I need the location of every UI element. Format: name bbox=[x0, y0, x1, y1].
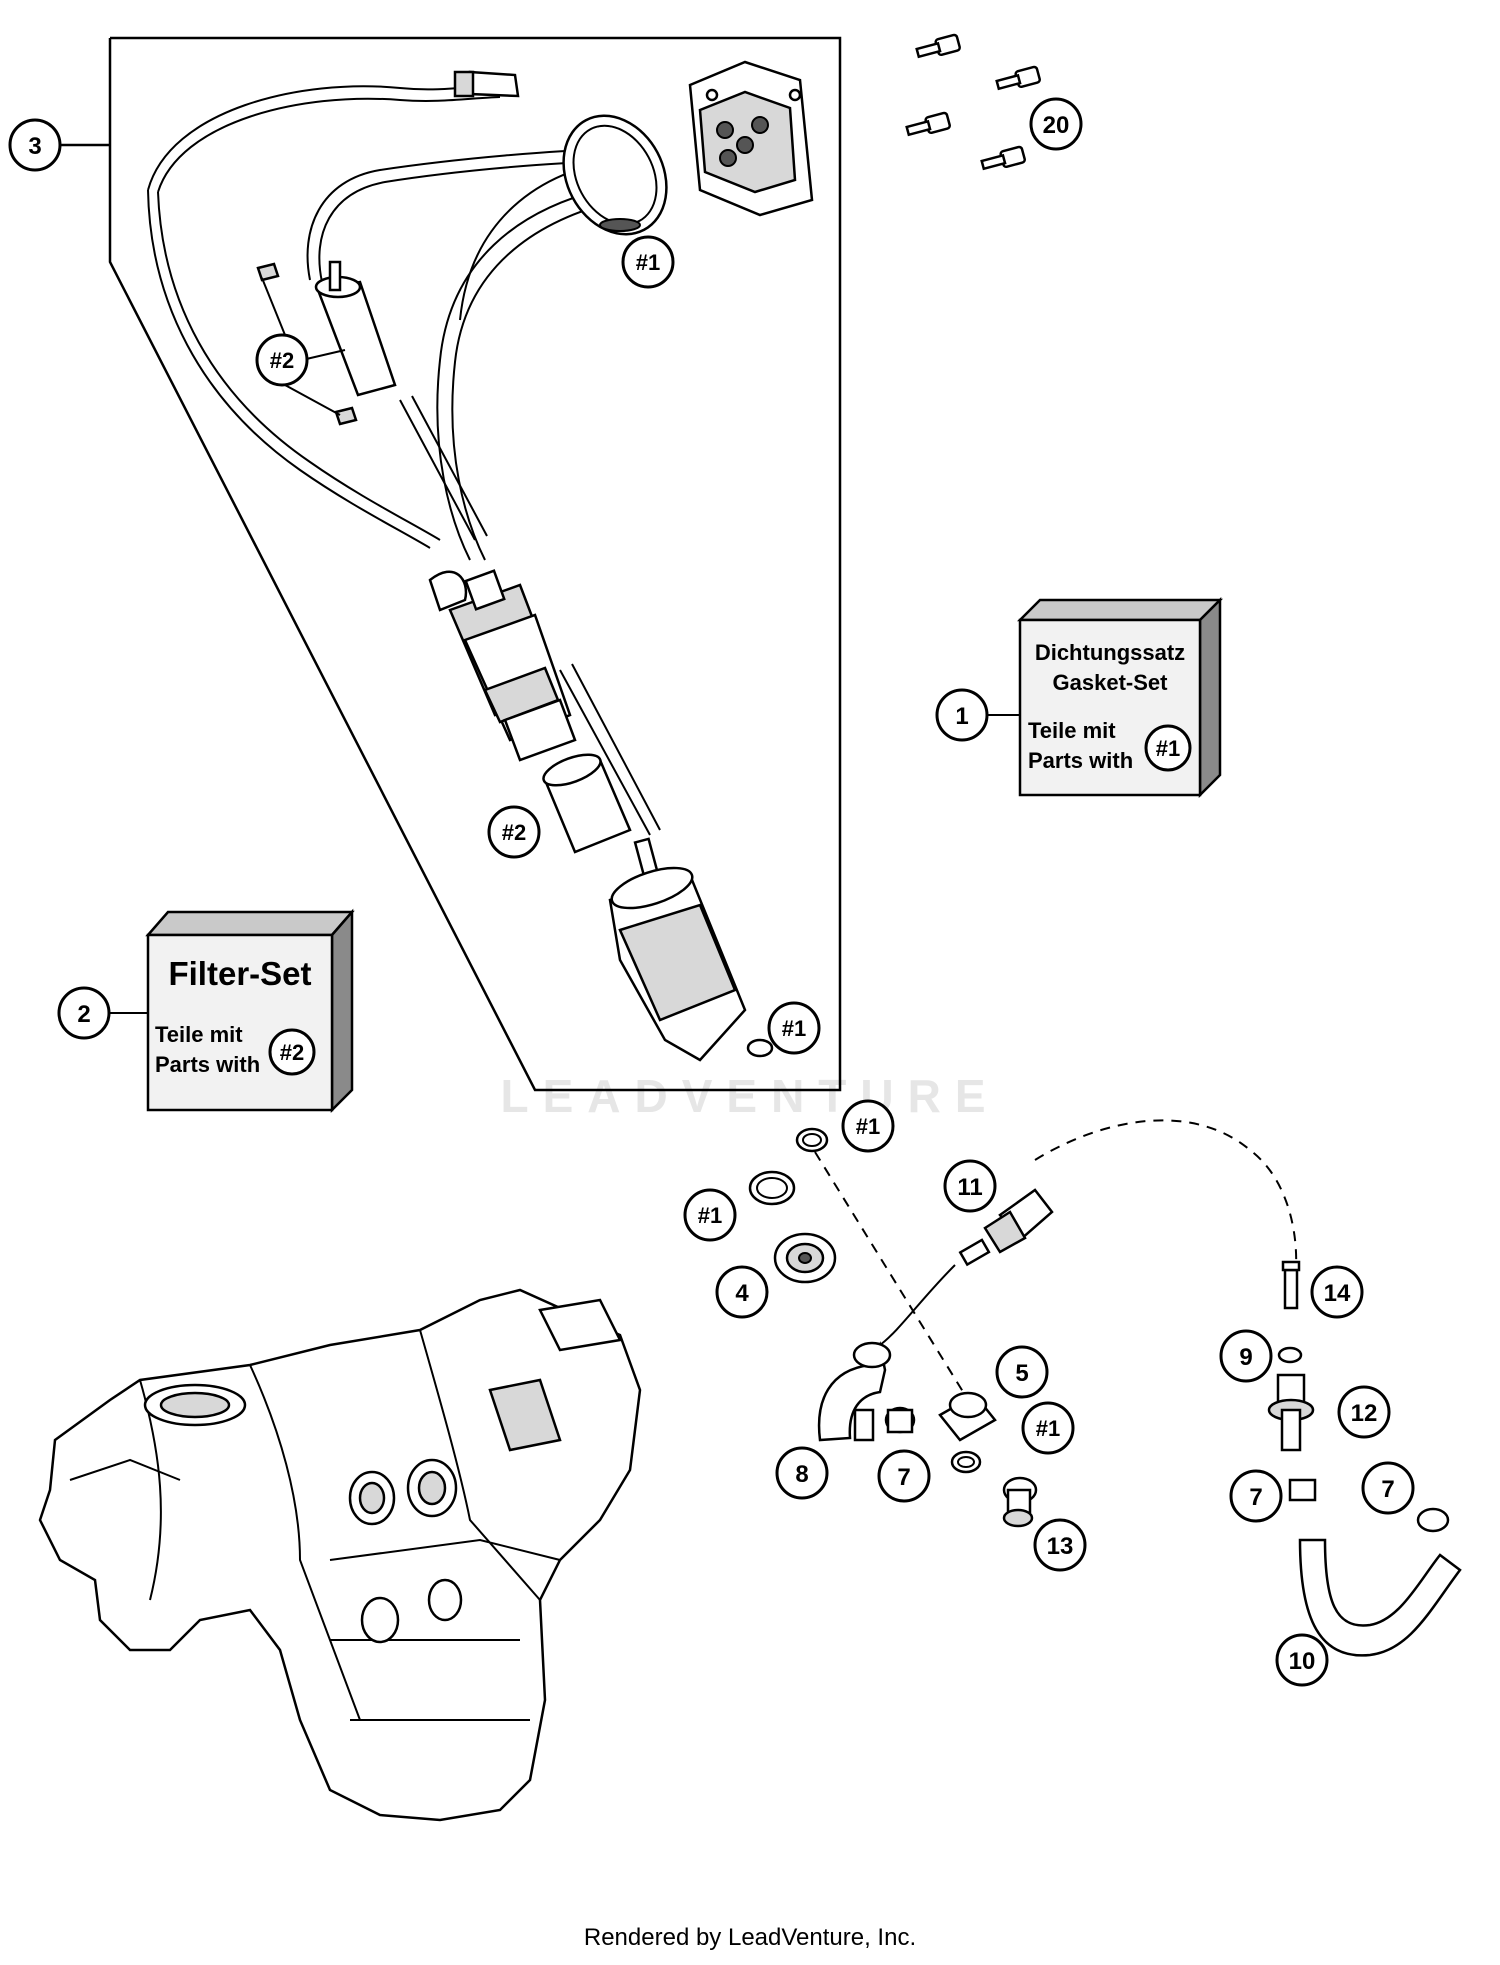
callout-1: 1 bbox=[935, 688, 989, 742]
callout-hash1-pump: #1 bbox=[767, 1001, 821, 1055]
flange-gasket bbox=[562, 114, 668, 236]
callout-hash2-filter: #2 bbox=[255, 333, 309, 387]
callout-5: 5 bbox=[995, 1345, 1049, 1399]
svg-text:7: 7 bbox=[1249, 1484, 1262, 1511]
hose-10 bbox=[1298, 1538, 1462, 1657]
ring-9 bbox=[1277, 1346, 1303, 1364]
callout-12: 12 bbox=[1337, 1385, 1391, 1439]
callout-8: 8 bbox=[775, 1446, 829, 1500]
pump-housing-lower bbox=[608, 837, 774, 1062]
callout-2: 2 bbox=[57, 986, 111, 1040]
fuel-hoses bbox=[306, 149, 661, 836]
callout-hash1-upper: #1 bbox=[841, 1099, 895, 1153]
gasket-set-ref: #1 bbox=[1156, 736, 1180, 761]
svg-text:1: 1 bbox=[955, 703, 968, 730]
svg-text:#1: #1 bbox=[698, 1203, 722, 1228]
svg-text:#2: #2 bbox=[270, 348, 294, 373]
fuel-pump-body bbox=[428, 569, 577, 762]
assembly-3-outline bbox=[60, 36, 842, 1092]
screws-20 bbox=[905, 33, 1041, 171]
callout-7-left: 7 bbox=[877, 1449, 931, 1503]
pin-14 bbox=[1281, 1260, 1301, 1310]
svg-text:#1: #1 bbox=[856, 1114, 880, 1139]
gasket-set-line4: Parts with bbox=[1028, 748, 1133, 773]
svg-text:#1: #1 bbox=[1036, 1416, 1060, 1441]
callout-4: 4 bbox=[715, 1265, 769, 1319]
valve-12 bbox=[1267, 1373, 1315, 1452]
clamp-7-right bbox=[1416, 1507, 1450, 1533]
svg-text:7: 7 bbox=[1381, 1476, 1394, 1503]
gasket-set-line1: Dichtungssatz bbox=[1035, 640, 1185, 665]
dashed-lines bbox=[814, 1119, 1298, 1396]
inline-fuel-filter bbox=[256, 260, 397, 426]
callout-7-right: 7 bbox=[1361, 1461, 1415, 1515]
svg-text:4: 4 bbox=[735, 1280, 749, 1307]
callout-hash1-lower: #1 bbox=[1021, 1401, 1075, 1455]
callout-10: 10 bbox=[1275, 1633, 1329, 1687]
gasket-set-line3: Teile mit bbox=[1028, 718, 1116, 743]
watermark: LEADVENTURE bbox=[500, 1070, 999, 1122]
footer-credit: Rendered by LeadVenture, Inc. bbox=[584, 1924, 916, 1951]
o-rings-group bbox=[748, 1127, 982, 1474]
svg-text:12: 12 bbox=[1351, 1400, 1378, 1427]
hose-8 bbox=[817, 1341, 892, 1442]
callout-14: 14 bbox=[1310, 1265, 1364, 1319]
svg-text:3: 3 bbox=[28, 133, 41, 160]
svg-text:#1: #1 bbox=[636, 250, 660, 275]
clamp-7-left bbox=[884, 1406, 916, 1434]
svg-text:5: 5 bbox=[1015, 1360, 1028, 1387]
svg-text:13: 13 bbox=[1047, 1533, 1074, 1560]
clamp-7-mid bbox=[1288, 1478, 1317, 1502]
svg-text:14: 14 bbox=[1324, 1280, 1351, 1307]
strainer-sleeve bbox=[542, 753, 632, 854]
gasket-set-line2: Gasket-Set bbox=[1053, 670, 1169, 695]
pump-flange-cover bbox=[688, 60, 814, 217]
callout-hash1-left: #1 bbox=[683, 1188, 737, 1242]
svg-text:9: 9 bbox=[1239, 1344, 1252, 1371]
plug-13 bbox=[1002, 1476, 1038, 1528]
filter-set-ref: #2 bbox=[280, 1040, 304, 1065]
svg-text:2: 2 bbox=[77, 1001, 90, 1028]
svg-text:8: 8 bbox=[795, 1461, 808, 1488]
seal-plate-4 bbox=[773, 1232, 837, 1284]
sensor-11 bbox=[879, 1188, 1054, 1346]
leader-lines bbox=[108, 277, 1020, 1014]
filter-set-line2: Parts with bbox=[155, 1052, 260, 1077]
callout-3: 3 bbox=[8, 118, 62, 172]
svg-text:10: 10 bbox=[1289, 1648, 1316, 1675]
svg-text:#2: #2 bbox=[502, 820, 526, 845]
svg-text:7: 7 bbox=[897, 1464, 910, 1491]
callout-hash1-flange: #1 bbox=[621, 235, 675, 289]
filter-set-title: Filter-Set bbox=[168, 955, 311, 992]
filter-set-box: Filter-Set Teile mit Parts with #2 bbox=[145, 908, 355, 1114]
callout-7-mid: 7 bbox=[1229, 1469, 1283, 1523]
callout-hash2-sleeve: #2 bbox=[487, 805, 541, 859]
filter-set-line1: Teile mit bbox=[155, 1022, 243, 1047]
callout-11: 11 bbox=[943, 1159, 997, 1213]
wiring-harness bbox=[147, 70, 520, 549]
callout-13: 13 bbox=[1033, 1518, 1087, 1572]
fitting-5 bbox=[938, 1391, 997, 1442]
gasket-set-box: Dichtungssatz Gasket-Set Teile mit Parts… bbox=[1016, 596, 1224, 799]
callout-20: 20 bbox=[1029, 97, 1083, 151]
svg-text:20: 20 bbox=[1043, 112, 1070, 139]
svg-text:11: 11 bbox=[957, 1174, 982, 1201]
fuel-tank bbox=[38, 1288, 642, 1822]
svg-text:#1: #1 bbox=[782, 1016, 806, 1041]
callout-9: 9 bbox=[1219, 1329, 1273, 1383]
